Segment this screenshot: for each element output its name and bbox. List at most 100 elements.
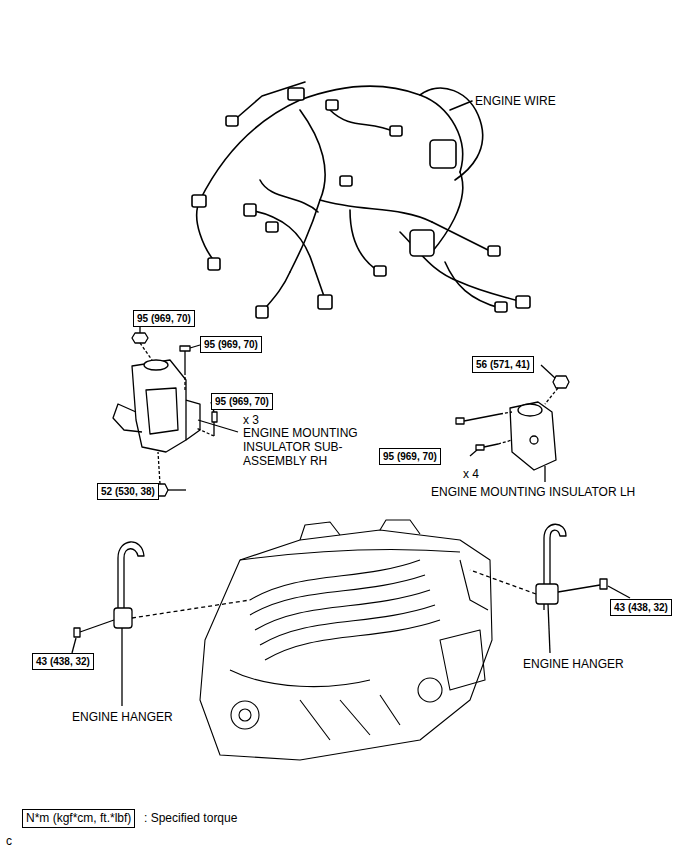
drawing-stroke	[180, 346, 190, 351]
part-name: ENGINE MOUNTING INSULATOR LH	[431, 485, 635, 499]
drawing-stroke	[470, 570, 536, 594]
drawing-stroke	[340, 176, 352, 186]
engine-hanger-left	[72, 542, 250, 706]
drawing-stroke	[184, 351, 185, 372]
drawing-stroke	[196, 428, 214, 436]
drawing-stroke	[558, 585, 600, 592]
drawing-stroke	[374, 266, 386, 276]
drawing-stroke	[113, 404, 142, 432]
drawing-stroke	[418, 678, 442, 702]
drawing-stroke	[500, 412, 512, 414]
drawing-stroke	[288, 88, 304, 100]
drawing-stroke	[488, 246, 500, 256]
drawing-stroke	[536, 584, 558, 604]
drawing-stroke	[420, 88, 483, 180]
torque-value: 43 (438, 32)	[614, 601, 668, 614]
engine-block	[200, 520, 492, 760]
drawing-stroke	[432, 222, 492, 252]
engine-hanger-right	[470, 524, 630, 653]
torque-value: 95 (969, 70)	[137, 312, 191, 325]
drawing-stroke	[300, 522, 340, 540]
drawing-stroke	[518, 404, 542, 416]
drawing-stroke	[260, 605, 435, 645]
drawing-stroke	[516, 296, 530, 308]
drawing-stroke	[600, 579, 607, 589]
drawing-stroke	[240, 550, 460, 560]
part-name: ENGINE HANGER	[523, 657, 624, 671]
drawing-stroke	[146, 388, 178, 434]
torque-box: 95 (969, 70)	[200, 336, 262, 353]
torque-box: 43 (438, 32)	[32, 653, 94, 670]
drawing-stroke	[184, 372, 185, 392]
drawing-stroke	[445, 262, 500, 308]
drawing-stroke	[250, 560, 420, 600]
drawing-stroke	[470, 450, 477, 456]
drawing-stroke	[530, 436, 538, 444]
drawing-stroke	[230, 670, 370, 687]
drawing-stroke	[244, 204, 256, 216]
drawing-stroke	[250, 210, 326, 302]
torque-value: N*m (kgf*cm, ft.*lbf)	[26, 811, 131, 826]
drawing-stroke	[239, 709, 251, 721]
drawing-stroke	[326, 100, 338, 110]
torque-value: 95 (969, 70)	[383, 450, 437, 463]
figure-code: c	[6, 834, 12, 848]
drawing-stroke	[608, 586, 630, 598]
drawing-stroke	[450, 101, 472, 110]
drawing-stroke	[265, 620, 440, 660]
drawing-stroke	[144, 360, 168, 370]
drawing-stroke	[74, 628, 80, 637]
drawing-stroke	[300, 695, 400, 740]
part-name: ENGINE HANGER	[72, 710, 173, 724]
torque-box: 52 (530, 38)	[97, 483, 159, 500]
part-name: ENGINE WIRE	[475, 94, 556, 108]
drawing-stroke	[72, 638, 76, 653]
drawing-stroke	[226, 116, 238, 126]
drawing-stroke	[260, 180, 318, 212]
drawing-stroke	[553, 376, 569, 388]
drawing-stroke	[390, 126, 402, 136]
drawing-stroke	[464, 414, 500, 421]
drawing-stroke	[208, 258, 220, 270]
drawing-stroke	[114, 608, 132, 628]
drawing-stroke	[212, 412, 217, 422]
engine-mount-lh	[456, 365, 569, 482]
drawing-stroke	[190, 345, 200, 348]
torque-box: 95 (969, 70)	[211, 393, 273, 410]
torque-value: 95 (969, 70)	[204, 338, 258, 351]
drawing-stroke	[484, 444, 498, 447]
drawing-stroke	[350, 210, 380, 272]
torque-box: 95 (969, 70)	[133, 310, 195, 327]
torque-box: 43 (438, 32)	[610, 599, 672, 616]
drawing-stroke	[198, 420, 238, 432]
drawing-stroke	[250, 575, 425, 615]
drawing-stroke	[200, 530, 492, 760]
drawing-stroke	[197, 200, 215, 262]
drawing-stroke	[132, 360, 186, 452]
drawing-stroke	[158, 452, 160, 484]
drawing-stroke	[548, 604, 550, 653]
drawing-stroke	[186, 400, 200, 440]
unit-key-box: N*m (kgf*cm, ft.*lbf)	[22, 809, 135, 828]
drawing-stroke	[456, 418, 464, 424]
drawing-stroke	[231, 701, 259, 729]
torque-value: 95 (969, 70)	[215, 395, 269, 408]
drawing-stroke	[380, 520, 420, 534]
drawing-stroke	[330, 110, 395, 132]
torque-value: 56 (571, 41)	[476, 358, 530, 371]
torque-box: 95 (969, 70)	[379, 448, 441, 465]
drawing-stroke	[318, 295, 332, 309]
drawing-stroke	[320, 200, 432, 222]
drawing-stroke	[140, 343, 152, 360]
drawing-stroke	[541, 365, 555, 378]
drawing-stroke	[440, 630, 485, 690]
drawing-stroke	[266, 222, 278, 232]
drawing-stroke	[132, 600, 250, 618]
drawing-stroke	[476, 445, 484, 450]
quantity-mark: x 3	[243, 413, 259, 427]
drawing-stroke	[121, 628, 122, 706]
drawing-stroke	[432, 172, 463, 252]
drawing-stroke	[256, 306, 268, 318]
quantity-mark: x 4	[463, 467, 479, 481]
